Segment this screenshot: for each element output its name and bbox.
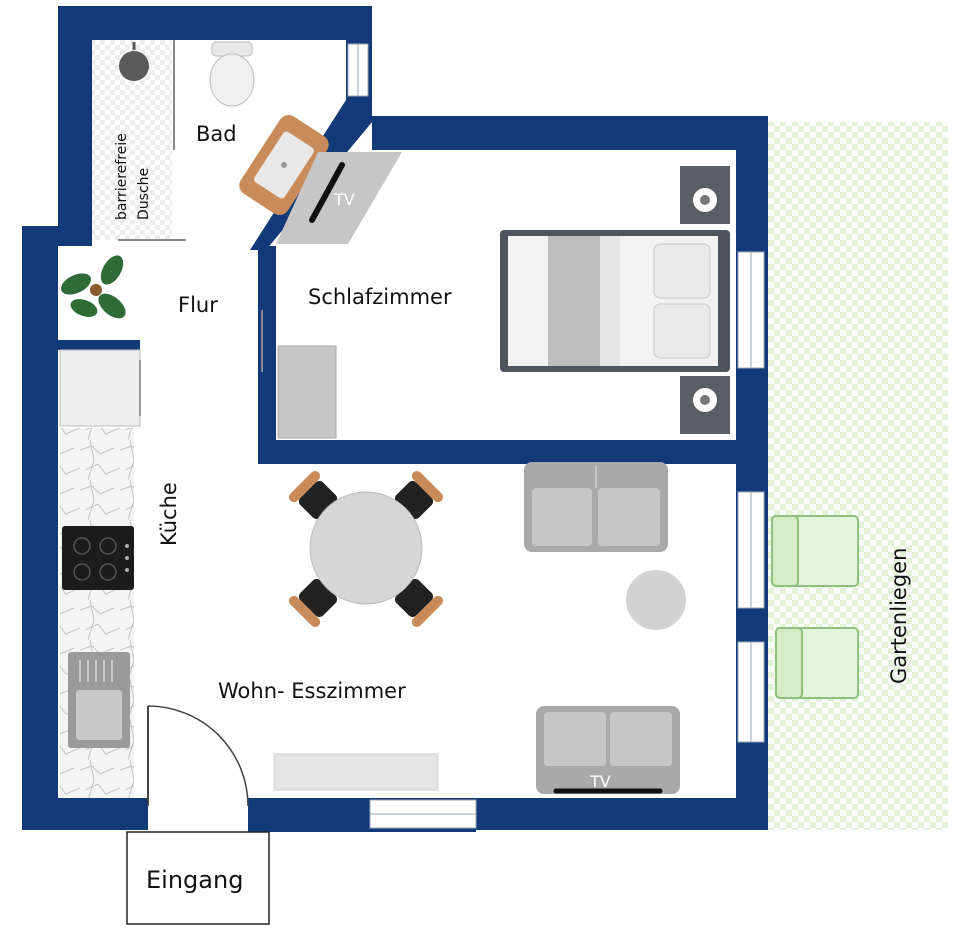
dining-set bbox=[288, 470, 444, 628]
entrance-door-swing bbox=[147, 705, 249, 807]
label-kueche: Küche bbox=[157, 482, 181, 546]
label-flur: Flur bbox=[178, 293, 218, 317]
wardrobe bbox=[277, 345, 337, 439]
nightstand-bottom-icon bbox=[680, 376, 730, 434]
sofa-top-icon bbox=[524, 462, 668, 552]
washbasin-icon bbox=[239, 115, 329, 215]
entrance-porch bbox=[126, 831, 270, 925]
label-schlafzimmer: Schlafzimmer bbox=[308, 285, 452, 309]
nightstand-top-icon bbox=[680, 166, 730, 224]
bedroom-tv-label: TV bbox=[333, 190, 355, 209]
hall-floor bbox=[58, 246, 258, 346]
label-dusche-line1: barrierefreie bbox=[114, 133, 130, 220]
kitchen-sink-icon bbox=[68, 652, 130, 748]
side-table bbox=[626, 570, 686, 630]
fridge bbox=[59, 349, 141, 427]
lounger-top-icon bbox=[771, 515, 859, 587]
shower-drain-icon bbox=[119, 51, 149, 81]
label-bad: Bad bbox=[196, 122, 237, 146]
entrance-opening bbox=[148, 798, 248, 834]
plant-icon bbox=[61, 255, 126, 319]
sideboard bbox=[273, 753, 439, 791]
label-eingang: Eingang bbox=[146, 866, 243, 894]
toilet-icon bbox=[209, 41, 255, 107]
bedroom-tv-icon bbox=[309, 162, 345, 223]
label-dusche-line2: Dusche bbox=[136, 168, 152, 220]
bedroom-lower-wall bbox=[258, 440, 736, 464]
garden-area bbox=[768, 122, 948, 830]
dining-table bbox=[309, 491, 423, 605]
lounger-bottom-icon bbox=[775, 627, 859, 699]
cooktop-icon bbox=[62, 526, 134, 590]
bedroom-left-wall bbox=[258, 340, 276, 464]
kitchen-partition bbox=[58, 340, 140, 350]
label-wohn-esszimmer: Wohn- Esszimmer bbox=[218, 679, 406, 703]
label-gartenliegen: Gartenliegen bbox=[887, 548, 911, 684]
living-tv-label: TV bbox=[589, 772, 611, 791]
bedroom-tv-cabinet bbox=[276, 152, 402, 244]
bed-icon bbox=[500, 230, 730, 372]
sofa-bottom-icon bbox=[536, 706, 680, 794]
